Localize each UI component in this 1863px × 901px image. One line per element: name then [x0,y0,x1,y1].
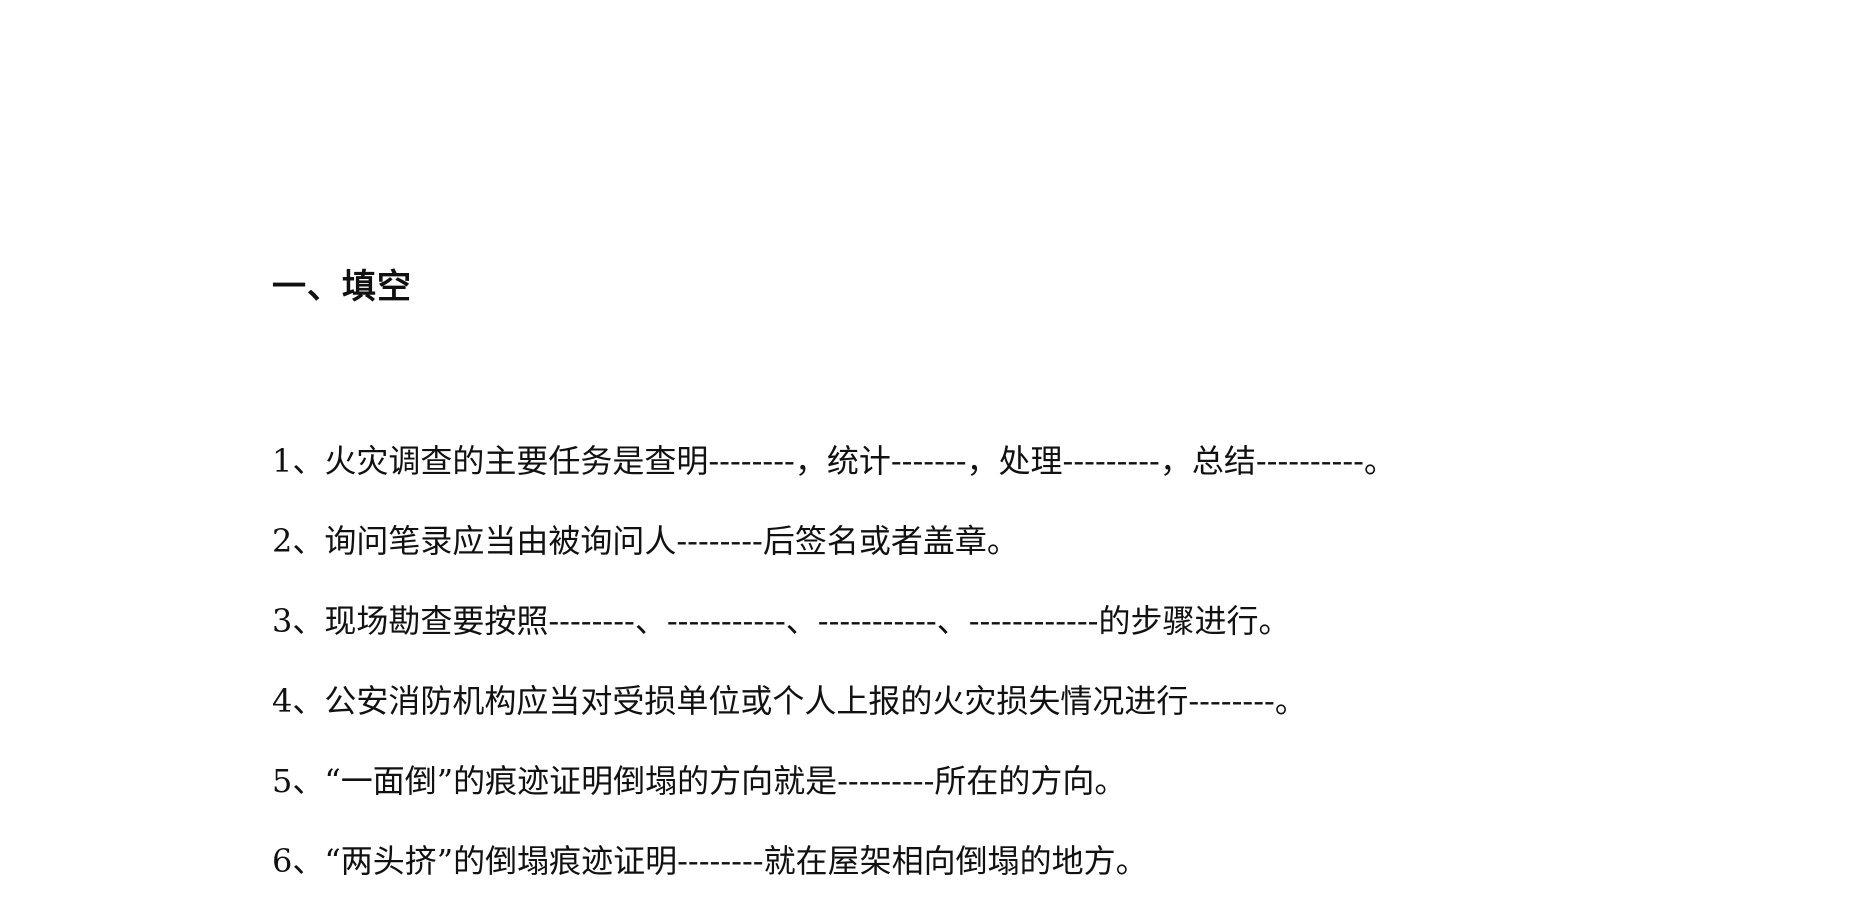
question-5: 5、“一面倒”的痕迹证明倒塌的方向就是---------所在的方向。 [272,762,1127,800]
question-4: 4、公安消防机构应当对受损单位或个人上报的火灾损失情况进行--------。 [272,682,1307,720]
question-6: 6、“两头挤”的倒塌痕迹证明--------就在屋架相向倒塌的地方。 [272,842,1148,880]
section-heading: 一、填空 [272,267,412,307]
question-1: 1、火灾调查的主要任务是查明--------，统计-------，处理-----… [272,442,1396,480]
question-2: 2、询问笔录应当由被询问人--------后签名或者盖章。 [272,522,1019,560]
question-3: 3、现场勘查要按照--------、-----------、----------… [272,602,1291,640]
question-list: 1、火灾调查的主要任务是查明--------，统计-------，处理-----… [272,421,1396,901]
